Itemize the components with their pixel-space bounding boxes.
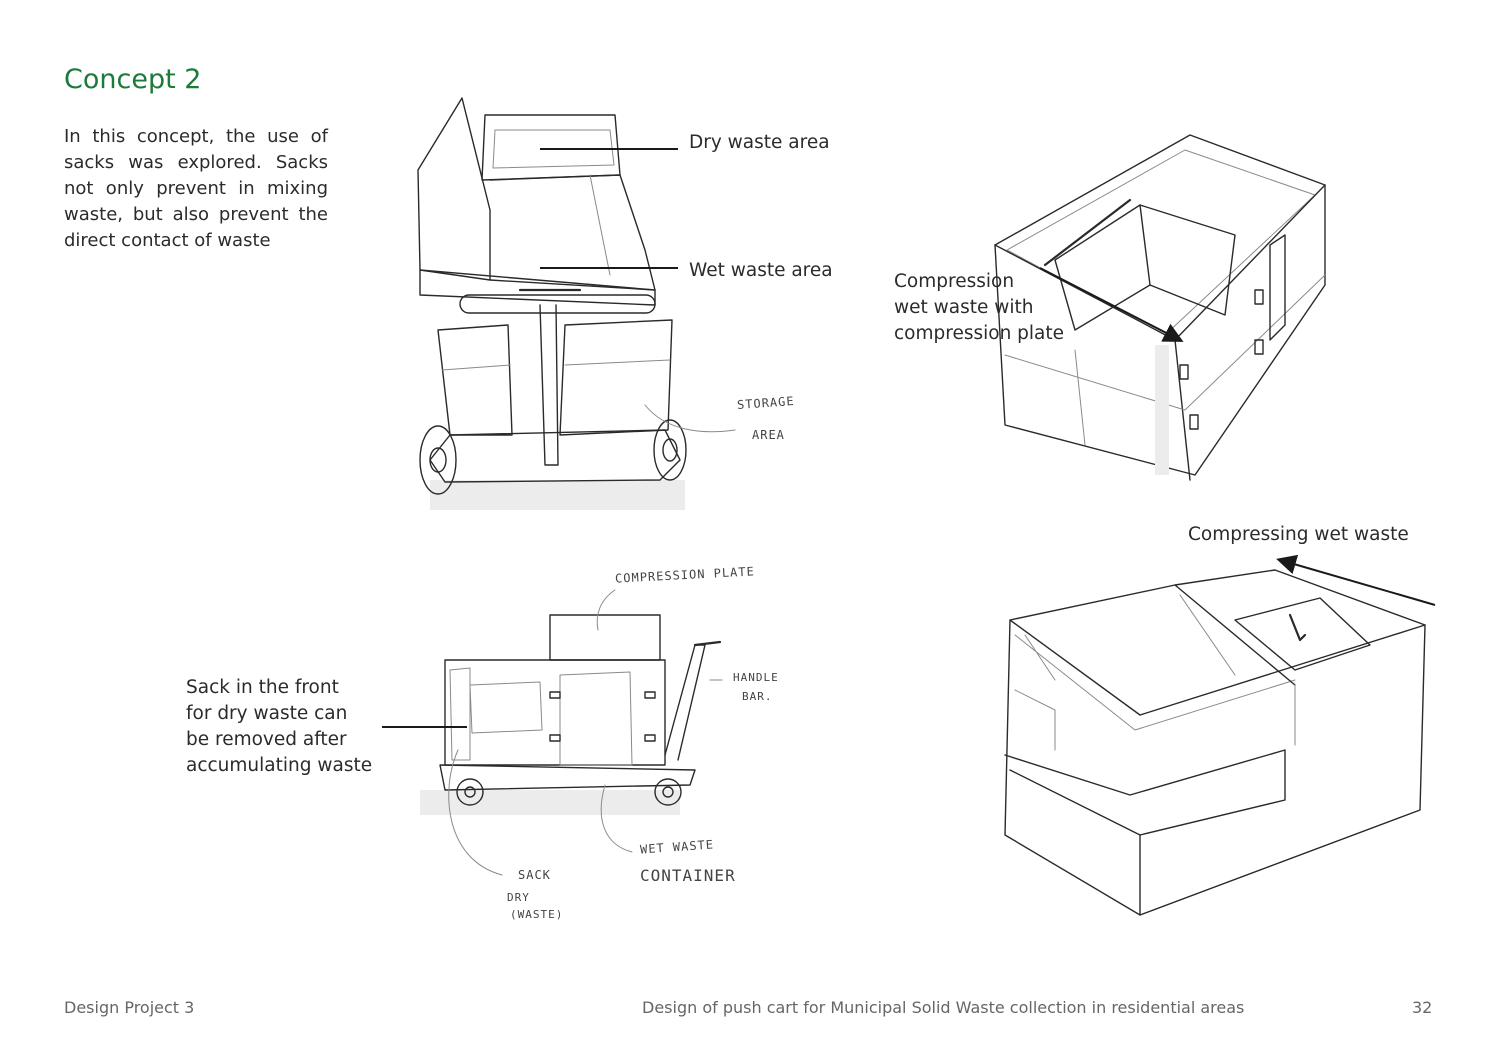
sack-label-line2: for dry waste can <box>186 703 348 724</box>
compression-label-line3: compression plate <box>894 323 1065 344</box>
footer-title: Design of push cart for Municipal Solid … <box>642 998 1245 1017</box>
handle-annotation: HANDLE <box>733 671 779 684</box>
dry-annotation: DRY <box>507 891 530 904</box>
footer-project: Design Project 3 <box>64 998 195 1017</box>
page-number: 32 <box>1412 998 1433 1017</box>
page-title: Concept 2 <box>64 64 202 95</box>
container-annotation: CONTAINER <box>640 866 736 885</box>
sack-label-line3: be removed after <box>186 729 347 750</box>
waste-annotation: (WASTE) <box>510 908 564 921</box>
compressing-arrow <box>1276 554 1436 606</box>
dry-waste-area-label: Dry waste area <box>689 132 830 153</box>
bar-annotation: BAR. <box>742 690 773 703</box>
compression-label-line2: wet waste with <box>894 297 1034 318</box>
compression-label-line1: Compression <box>894 271 1015 292</box>
sack-label-line1: Sack in the front <box>186 677 339 698</box>
sack-label-line4: accumulating waste <box>186 755 373 776</box>
sack-annotation: SACK <box>518 868 551 882</box>
cart-front-sketch <box>417 97 736 510</box>
compressing-wet-waste-label: Compressing wet waste <box>1188 524 1409 545</box>
area-annotation: AREA <box>752 428 785 442</box>
cart-side-sketch <box>420 589 723 876</box>
intro-paragraph: In this concept, the use of sacks was ex… <box>64 126 328 251</box>
compressing-box-sketch <box>1004 569 1426 916</box>
wet-waste-area-label: Wet waste area <box>689 260 833 281</box>
compression-arrow <box>1039 267 1184 342</box>
